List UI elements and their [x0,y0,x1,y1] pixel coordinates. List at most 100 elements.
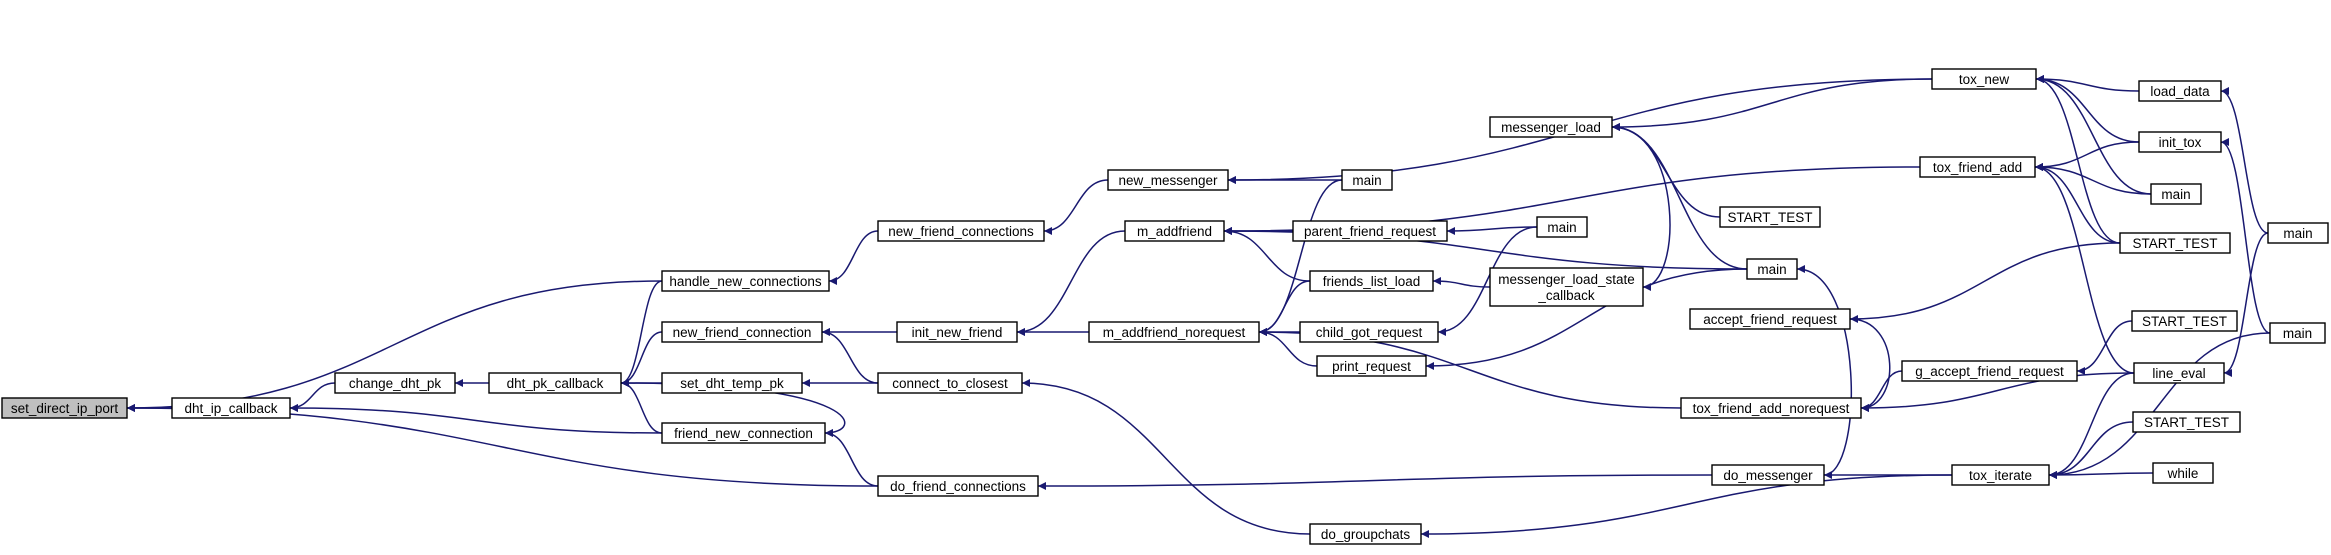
node-label: do_groupchats [1321,527,1411,542]
node-box[interactable] [661,422,826,444]
node-load-data[interactable]: load_data [2138,80,2222,102]
node-box[interactable] [1341,169,1393,191]
node-label: main [1757,262,1786,277]
node-box[interactable] [2138,131,2222,153]
node-accept-friend-request[interactable]: accept_friend_request [1689,308,1851,330]
node-box[interactable] [1901,360,2078,382]
node-main-d[interactable]: main [2150,183,2202,205]
node-box[interactable] [2267,222,2329,244]
node-set-direct-ip-port[interactable]: set_direct_ip_port [1,397,128,419]
node-label: START_TEST [2144,415,2229,430]
node-m-addfriend[interactable]: m_addfriend [1124,220,1225,242]
node-dht-pk-callback[interactable]: dht_pk_callback [488,372,622,394]
node-label: tox_friend_add_norequest [1693,401,1850,416]
edge-line-eval-to-tox-friend-add [2034,163,2135,374]
node-start-test-d[interactable]: START_TEST [2132,411,2241,433]
node-parent-friend-request[interactable]: parent_friend_request [1292,220,1448,242]
node-box[interactable] [661,270,830,292]
node-box[interactable] [877,220,1045,242]
node-box[interactable] [1489,116,1613,138]
node-box[interactable] [1316,355,1427,377]
node-set-dht-temp-pk[interactable]: set_dht_temp_pk [661,372,803,394]
edge-g-accept-friend-request-to-tox-friend-add-norequest [1860,370,1903,412]
node-start-test-a[interactable]: START_TEST [1719,206,1821,228]
node-print-request[interactable]: print_request [1316,355,1427,377]
node-m-addfriend-norequest[interactable]: m_addfriend_norequest [1088,321,1260,343]
edge-friend-new-connection-to-dht-ip-callback [289,404,663,434]
node-friends-list-load[interactable]: friends_list_load [1309,270,1434,292]
node-tox-iterate[interactable]: tox_iterate [1951,464,2050,486]
node-dht-ip-callback[interactable]: dht_ip_callback [171,397,291,419]
node-box[interactable] [334,372,456,394]
node-box[interactable] [1309,523,1422,545]
node-box[interactable] [2119,232,2231,254]
node-main-a[interactable]: main [1341,169,1393,191]
node-box[interactable] [661,372,803,394]
node-tox-friend-add[interactable]: tox_friend_add [1919,156,2036,178]
node-box[interactable] [2152,462,2214,484]
node-tox-friend-add-norequest[interactable]: tox_friend_add_norequest [1680,397,1862,419]
node-change-dht-pk[interactable]: change_dht_pk [334,372,456,394]
node-label: while [2167,466,2199,481]
node-handle-new-connections[interactable]: handle_new_connections [661,270,830,292]
node-box[interactable] [1951,464,2050,486]
node-friend-new-connection[interactable]: friend_new_connection [661,422,826,444]
node-new-friend-connections[interactable]: new_friend_connections [877,220,1045,242]
edge-layer [126,75,2271,538]
node-box[interactable] [1719,206,1821,228]
node-box[interactable] [1309,270,1434,292]
node-start-test-b[interactable]: START_TEST [2119,232,2231,254]
node-box[interactable] [1536,216,1588,238]
node-box[interactable] [877,475,1039,497]
node-box[interactable] [2269,322,2326,344]
node-box[interactable] [661,321,823,343]
node-box[interactable] [2150,183,2202,205]
node-box[interactable] [1292,220,1448,242]
node-box[interactable] [1088,321,1260,343]
node-do-groupchats[interactable]: do_groupchats [1309,523,1422,545]
node-while[interactable]: while [2152,462,2214,484]
node-line-eval[interactable]: line_eval [2133,362,2225,384]
node-box[interactable] [2133,362,2225,384]
node-box[interactable] [1299,321,1439,343]
node-main-b[interactable]: main [1536,216,1588,238]
node-box[interactable] [171,397,291,419]
node-box[interactable] [2138,80,2222,102]
node-box[interactable] [1489,267,1644,307]
node-box[interactable] [1746,258,1798,280]
edge-main-b-to-child-got-request [1437,226,1538,336]
node-start-test-c[interactable]: START_TEST [2131,310,2238,332]
node-connect-to-closest[interactable]: connect_to_closest [877,372,1023,394]
node-box[interactable] [1931,68,2037,90]
node-box[interactable] [2131,310,2238,332]
node-box[interactable] [2132,411,2241,433]
node-box[interactable] [1680,397,1862,419]
edge-main-f-to-init-tox [2220,138,2271,334]
edge-do-groupchats-to-connect-to-closest [1021,379,1311,535]
node-box[interactable] [1919,156,2036,178]
node-main-f[interactable]: main [2269,322,2326,344]
node-box[interactable] [896,321,1018,343]
node-box[interactable] [1711,464,1825,486]
node-box[interactable] [1,397,128,419]
node-box[interactable] [877,372,1023,394]
node-do-messenger[interactable]: do_messenger [1711,464,1825,486]
node-box[interactable] [488,372,622,394]
node-main-c[interactable]: main [1746,258,1798,280]
node-messenger-load[interactable]: messenger_load [1489,116,1613,138]
node-init-tox[interactable]: init_tox [2138,131,2222,153]
node-main-e[interactable]: main [2267,222,2329,244]
edge-handle-new-connections-to-dht-pk-callback [620,280,663,387]
node-box[interactable] [1124,220,1225,242]
edge-do-friend-connections-to-set-direct-ip-port [126,404,879,487]
node-box[interactable] [1107,169,1229,191]
node-box[interactable] [1689,308,1851,330]
node-tox-new[interactable]: tox_new [1931,68,2037,90]
node-messenger-load-state-callback[interactable]: messenger_load_state_callback [1489,267,1644,307]
node-child-got-request[interactable]: child_got_request [1299,321,1439,343]
node-do-friend-connections[interactable]: do_friend_connections [877,475,1039,497]
node-new-messenger[interactable]: new_messenger [1107,169,1229,191]
node-g-accept-friend-request[interactable]: g_accept_friend_request [1901,360,2078,382]
node-new-friend-connection[interactable]: new_friend_connection [661,321,823,343]
node-init-new-friend[interactable]: init_new_friend [896,321,1018,343]
